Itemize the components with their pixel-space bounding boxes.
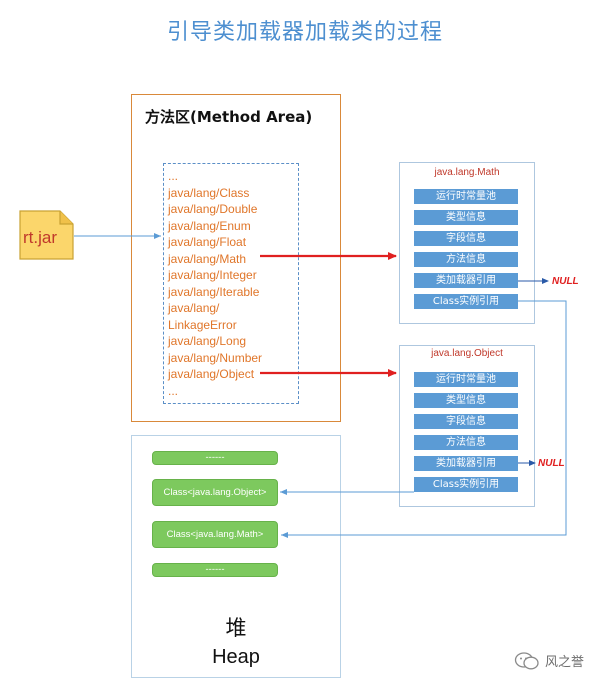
object-field-classloader-ref: 类加载器引用 [414,456,518,471]
watermark-text: 风之誉 [545,655,585,670]
class-entry: java/lang/Enum [168,218,251,233]
class-entry: java/lang/Integer [168,268,257,282]
class-entry: java/lang/Number [168,350,263,365]
class-entry: java/lang/ [168,301,220,315]
heap-label-en: Heap [212,646,260,668]
class-entry: java/lang/Float [168,235,247,249]
object-class-title: java.lang.Object [431,348,503,359]
wechat-icon [514,651,540,675]
heap-label-cn: 堆 [225,616,247,640]
jar-file-label: rt.jar [23,228,57,247]
jar-file-icon [19,210,74,260]
class-entry: LinkageError [168,317,237,332]
object-field-class-instance-ref: Class实例引用 [414,477,518,492]
object-null-label: NULL [538,458,565,469]
object-field-field-info: 字段信息 [414,414,518,429]
class-entry: java/lang/Iterable [168,284,260,299]
math-field-class-instance-ref: Class实例引用 [414,294,518,309]
method-area-title: 方法区(Method Area) [145,108,313,126]
class-entry: ... [168,383,179,398]
class-entry: java/lang/Class [168,185,250,200]
math-field-constant-pool: 运行时常量池 [414,189,518,204]
class-entry: java/lang/Long [168,334,247,348]
math-field-type-info: 类型信息 [414,210,518,225]
heap-placeholder-top: ------ [152,451,278,465]
math-field-field-info: 字段信息 [414,231,518,246]
math-field-classloader-ref: 类加载器引用 [414,273,518,288]
class-entry-object: java/lang/Object [168,367,255,381]
class-entry: ... [168,169,179,183]
object-field-type-info: 类型信息 [414,393,518,408]
math-class-title: java.lang.Math [434,167,500,178]
heap-class-object: Class<java.lang.Object> [152,479,278,506]
loaded-class-list: ... java/lang/Class java/lang/Double jav… [163,163,299,404]
heap-placeholder-bottom: ------ [152,563,278,577]
class-entry: java/lang/Double [168,202,258,216]
math-null-label: NULL [552,276,579,287]
diagram-title: 引导类加载器加载类的过程 [166,20,443,45]
object-field-constant-pool: 运行时常量池 [414,372,518,387]
math-field-method-info: 方法信息 [414,252,518,267]
heap-class-math: Class<java.lang.Math> [152,521,278,548]
class-entry-math: java/lang/Math [168,251,247,266]
object-field-method-info: 方法信息 [414,435,518,450]
